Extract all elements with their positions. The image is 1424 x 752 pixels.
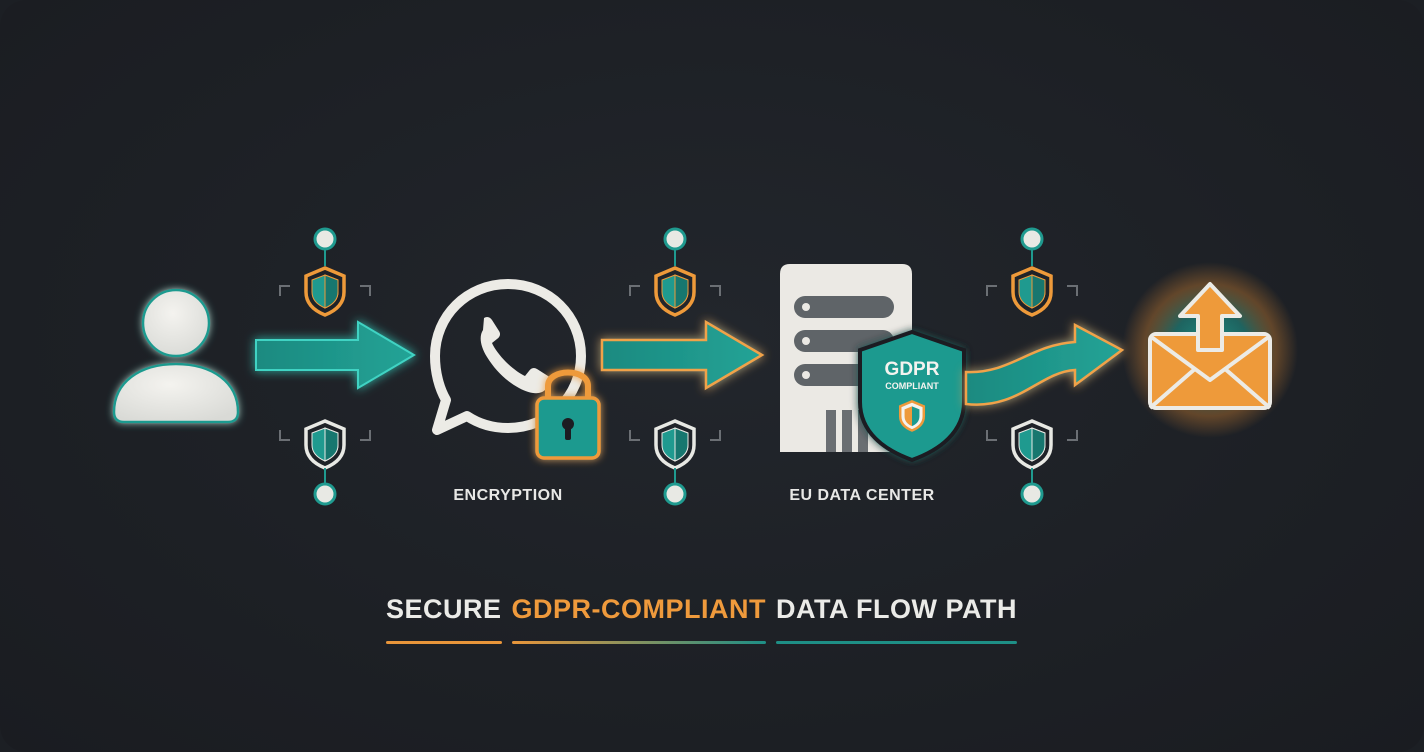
shield-icon <box>304 266 346 317</box>
whatsapp-icon <box>430 279 586 435</box>
envelope-icon <box>1148 282 1272 410</box>
shield-column-2 <box>629 227 721 506</box>
arrow-3 <box>964 322 1125 406</box>
shield-icon <box>1011 266 1053 317</box>
title-underline-1 <box>386 641 502 644</box>
title-text-3: DATA FLOW PATH <box>776 594 1017 624</box>
title-text-1: SECURE <box>386 594 502 624</box>
shield-column-1 <box>279 227 371 506</box>
shield-icon <box>654 266 696 317</box>
title-part-secure: SECURE <box>386 594 502 644</box>
arrow-1 <box>255 320 416 390</box>
padlock-icon <box>535 369 601 460</box>
datacenter-label: EU DATA CENTER <box>789 487 934 504</box>
gdpr-badge: GDPR COMPLIANT <box>858 329 966 463</box>
title-part-dataflow: DATA FLOW PATH <box>776 594 1017 644</box>
shield-column-3 <box>986 227 1078 506</box>
user-icon <box>112 288 240 424</box>
gdpr-badge-title: GDPR <box>885 359 940 380</box>
shield-icon <box>898 400 926 432</box>
shield-icon <box>304 419 346 470</box>
title-underline-2 <box>511 641 767 644</box>
title-text-2: GDPR-COMPLIANT <box>511 594 767 624</box>
gdpr-badge-subtitle: COMPLIANT <box>885 381 939 391</box>
shield-icon <box>1011 419 1053 470</box>
arrow-2 <box>600 319 765 391</box>
shield-icon <box>654 419 696 470</box>
title-underline-3 <box>776 641 1017 644</box>
diagram-title: SECURE GDPR-COMPLIANT DATA FLOW PATH <box>386 594 1017 644</box>
encryption-label: ENCRYPTION <box>453 487 562 504</box>
title-part-gdpr: GDPR-COMPLIANT <box>511 594 767 644</box>
